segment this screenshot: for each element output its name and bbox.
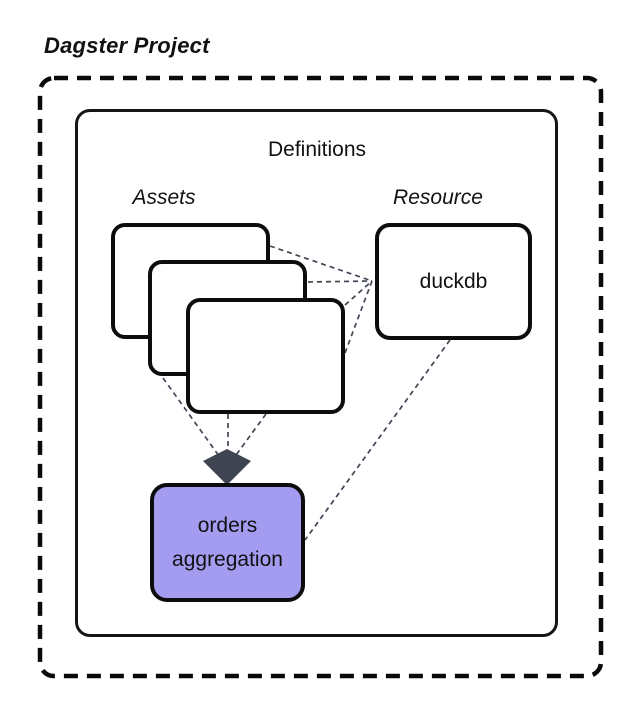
assets-group-label: Assets — [132, 186, 196, 209]
edge-asset-front-to-orders — [235, 413, 267, 456]
asset-node-front — [186, 298, 345, 414]
edge-asset-back-to-orders — [162, 377, 220, 457]
dagster-project-dashed-border — [37, 75, 604, 679]
edge-asset-middle-to-duckdb — [307, 280, 373, 283]
duckdb-resource-node: duckdb — [375, 223, 532, 340]
edge-asset-front-corner-to-duckdb — [344, 280, 373, 306]
definitions-box — [75, 109, 558, 637]
orders-label-line2: aggregation — [172, 547, 283, 571]
arrowhead-icon — [203, 449, 251, 485]
orders-aggregation-node: orders aggregation — [150, 483, 305, 602]
resource-group-label: Resource — [393, 186, 483, 209]
duckdb-label: duckdb — [419, 269, 488, 293]
diagram-title: Dagster Project — [44, 33, 210, 58]
edge-asset-front-edge-to-duckdb — [344, 280, 373, 354]
definitions-label: Definitions — [267, 138, 367, 161]
orders-label-line1: orders — [197, 513, 258, 537]
